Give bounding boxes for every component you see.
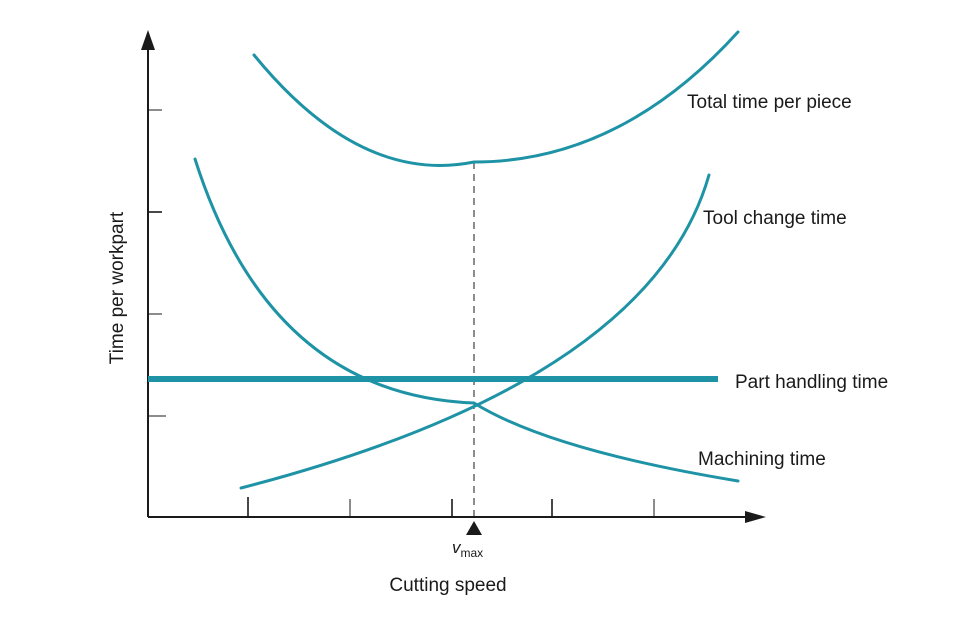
optimum-speed-label-sub: max <box>461 546 484 560</box>
y-axis-arrow <box>141 30 155 50</box>
x-axis-label: Cutting speed <box>389 575 506 596</box>
total-time-label: Total time per piece <box>687 92 852 113</box>
machining-time-curve <box>193 157 740 483</box>
x-axis-arrow <box>745 511 766 523</box>
total-time-curve <box>252 30 740 167</box>
optimum-marker-triangle <box>466 521 482 535</box>
tool-change-time-curve <box>239 173 711 490</box>
optimum-speed-label-main: v <box>452 538 462 557</box>
tool-change-time-label: Tool change time <box>703 208 847 229</box>
machining-time-label: Machining time <box>698 449 826 470</box>
optimum-speed-label: vmax <box>452 538 483 560</box>
y-axis-label: Time per workpart <box>107 211 128 364</box>
part-handling-time-label: Part handling time <box>735 372 888 393</box>
